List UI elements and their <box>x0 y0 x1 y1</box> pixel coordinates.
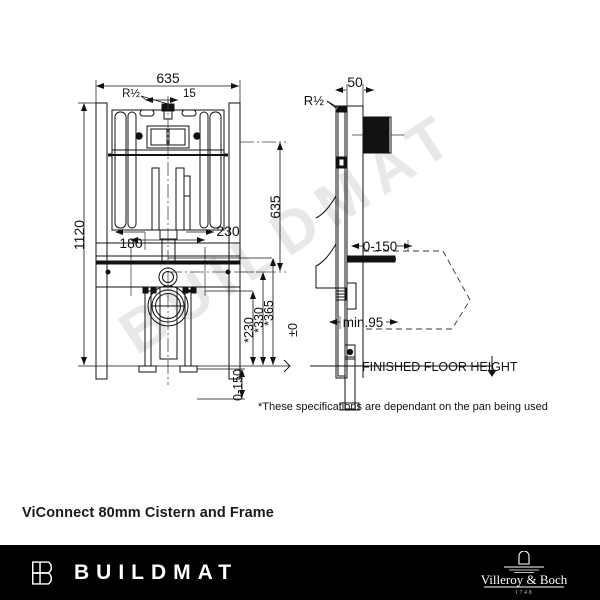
label-finished-floor-height: FINISHED FLOOR HEIGHT <box>362 360 518 374</box>
page-title: ViConnect 80mm Cistern and Frame <box>22 505 274 521</box>
dim-overall-width-635: 635 <box>156 70 180 86</box>
title-strip: ViConnect 80mm Cistern and Frame <box>0 495 600 545</box>
dim-frame-depth-50: 50 <box>347 74 363 90</box>
dim-foot-adjust-0-150: 0-150 <box>231 369 245 401</box>
dim-pan-fixing-365: *365 <box>262 300 276 326</box>
specification-footnote: *These specifications are dependant on t… <box>258 401 548 413</box>
dim-inlet-r-half: R½ <box>122 88 140 100</box>
villeroy-boch-wordmark: Villeroy & Boch <box>481 572 568 587</box>
dim-floor-datum-zero: ±0 <box>286 323 300 337</box>
villeroy-boch-established-year: 1748 <box>515 590 533 595</box>
dim-outlet-230: *230 <box>242 317 256 343</box>
dim-cistern-height-635: 635 <box>267 195 283 219</box>
dim-pan-fixing-330: *330 <box>252 307 266 333</box>
dim-stud-230: 230 <box>216 223 240 239</box>
dim-inlet-offset-15: 15 <box>183 88 196 100</box>
technical-drawing: BUILDMAT <box>71 70 548 413</box>
dim-overall-height-1120: 1120 <box>71 220 87 250</box>
buildmat-b-logo-icon <box>32 560 52 585</box>
villeroy-boch-fountain-icon <box>504 550 544 573</box>
footer-bar: BUILDMAT Villeroy & Boch 1748 <box>0 545 600 600</box>
dim-pan-projection-0-150: 0-150 <box>363 239 398 254</box>
buildmat-wordmark: BUILDMAT <box>74 561 239 584</box>
buildmat-brand-lockup[interactable]: BUILDMAT <box>30 545 238 600</box>
dim-stud-180: 180 <box>119 235 143 251</box>
dim-min-clearance-95: min.95 <box>343 315 384 330</box>
villeroy-boch-mark: Villeroy & Boch 1748 <box>481 550 568 595</box>
drawing-linework: 635 R½ 15 1120 635 180 230 *230 *330 *36… <box>71 70 548 413</box>
villeroy-boch-logo[interactable]: Villeroy & Boch 1748 <box>470 545 578 600</box>
dim-side-inlet-r-half: R½ <box>304 93 324 108</box>
